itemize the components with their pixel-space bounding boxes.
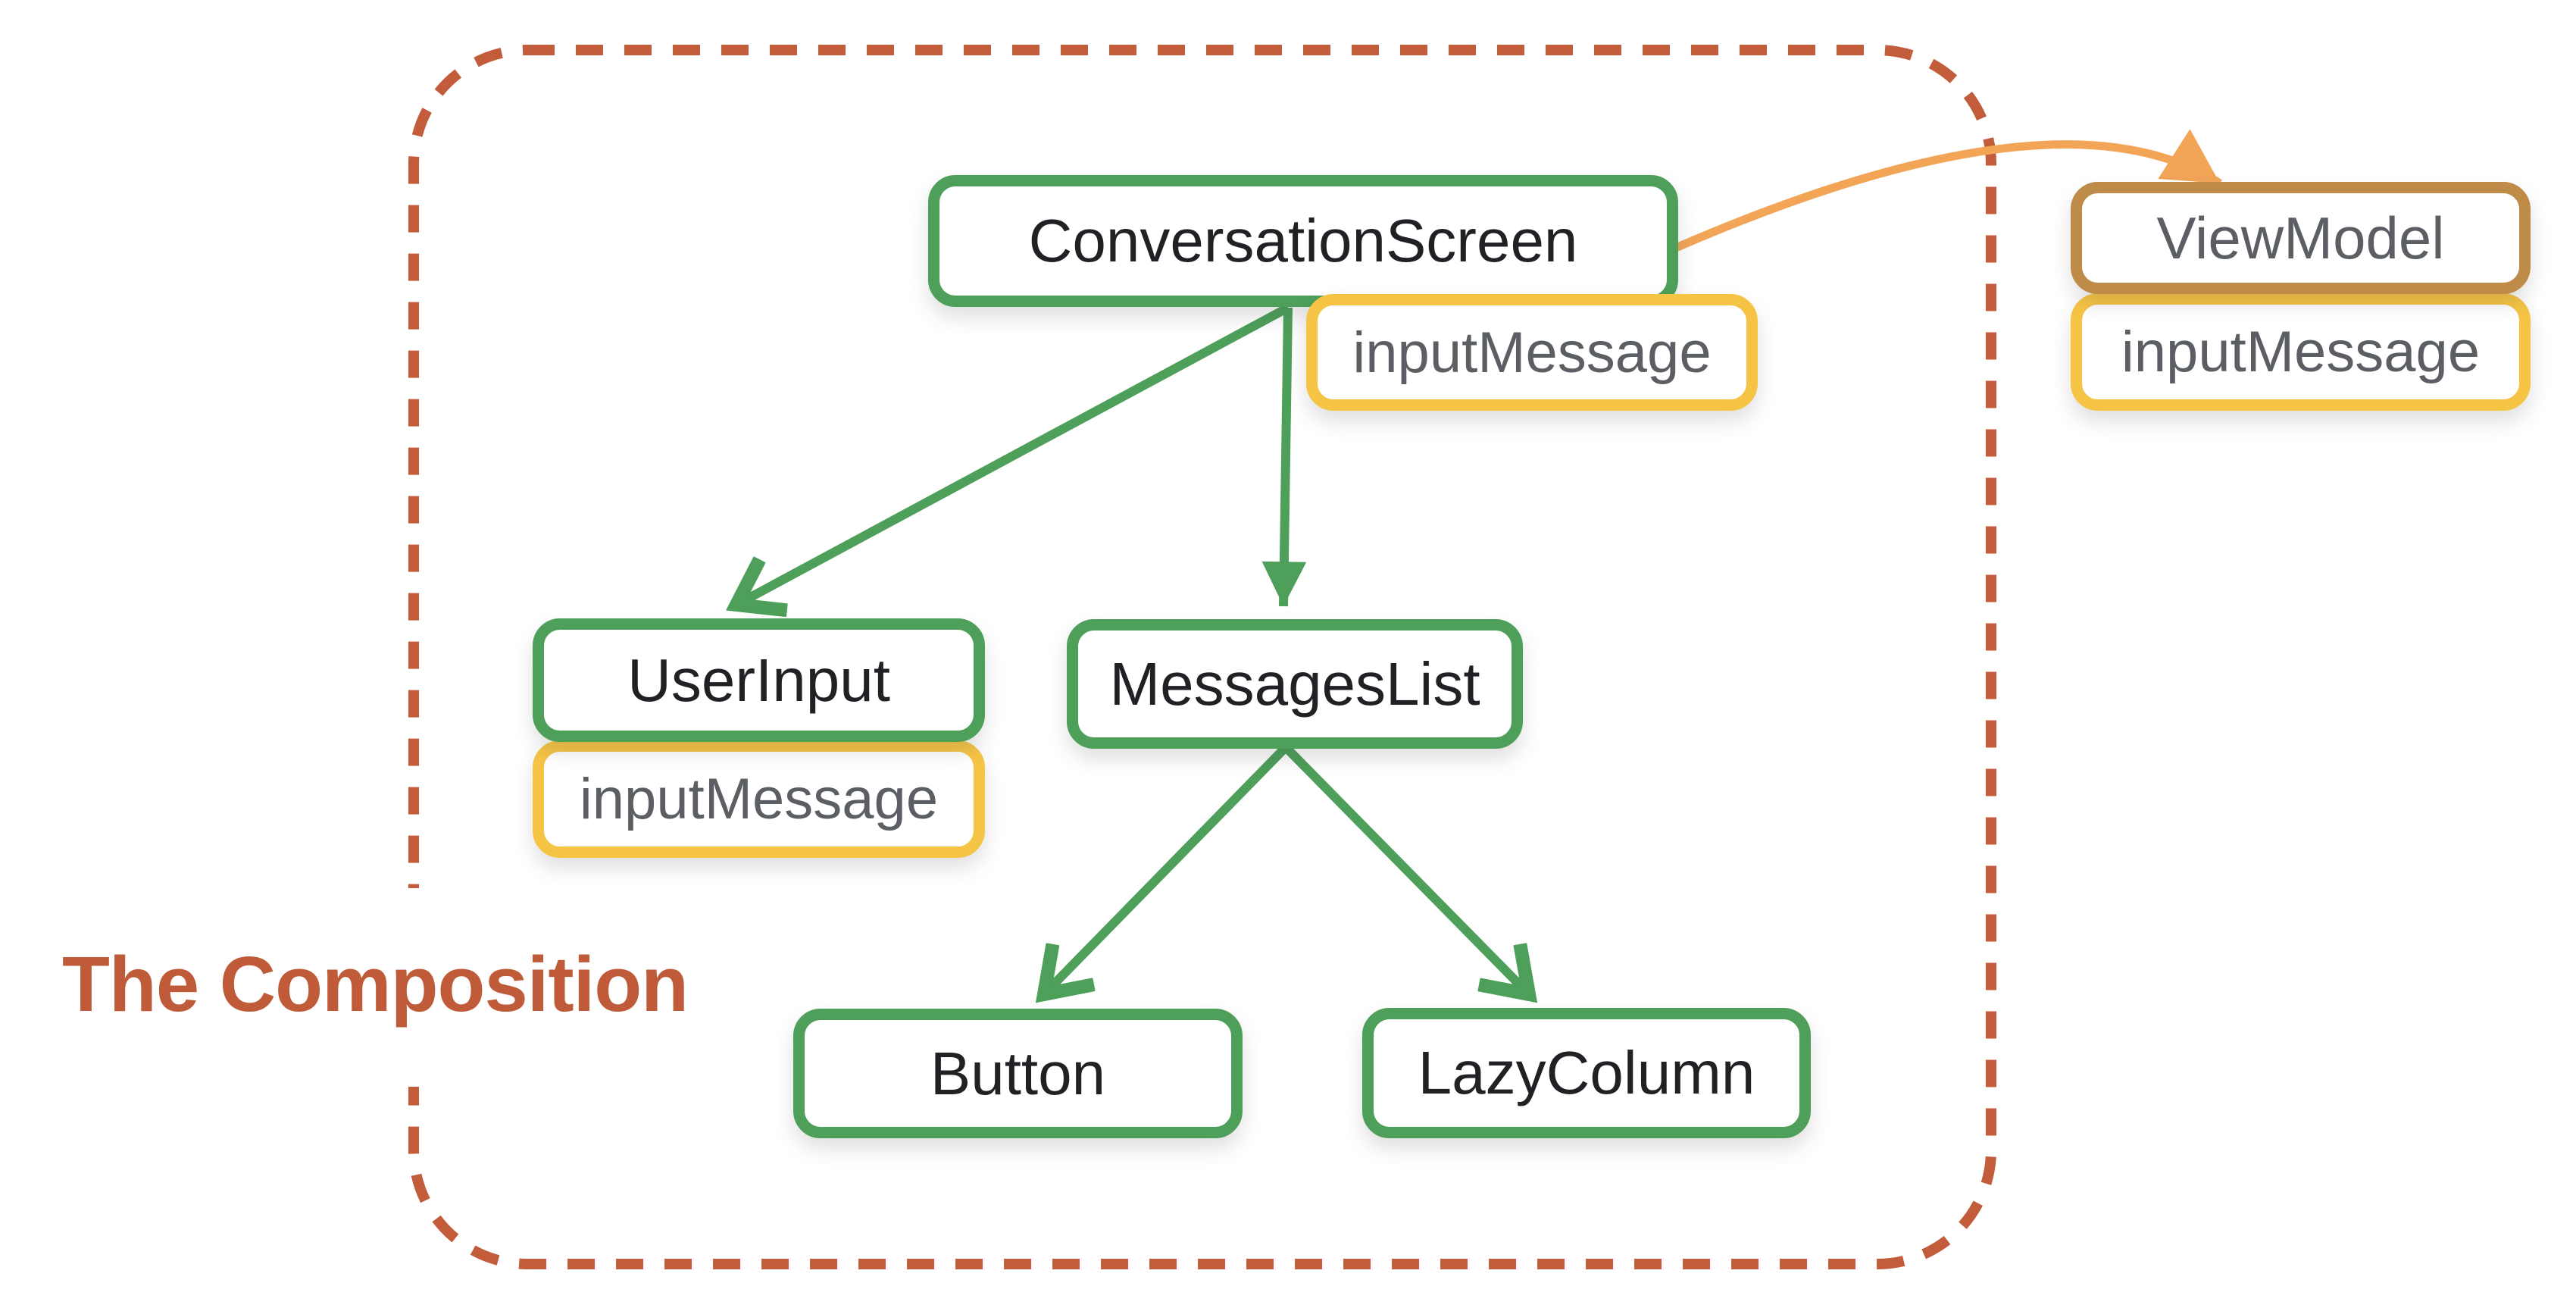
node-conversation-screen: ConversationScreen bbox=[928, 175, 1678, 307]
diagram-title: The Composition bbox=[62, 940, 689, 1028]
state-badge-userinput-inputmessage: inputMessage bbox=[533, 740, 985, 858]
edge-conversationscreen-viewmodel bbox=[1668, 129, 2222, 255]
node-lazy-column: LazyColumn bbox=[1362, 1008, 1811, 1138]
edge-messageslist-lazycolumn bbox=[1282, 743, 1529, 994]
node-messages-list-label: MessagesList bbox=[1109, 649, 1480, 718]
node-messages-list: MessagesList bbox=[1067, 619, 1523, 749]
node-user-input-label: UserInput bbox=[627, 646, 890, 714]
node-conversation-screen-label: ConversationScreen bbox=[1028, 207, 1578, 274]
node-button: Button bbox=[793, 1009, 1243, 1138]
node-view-model: ViewModel bbox=[2071, 182, 2531, 294]
node-lazy-column-label: LazyColumn bbox=[1418, 1039, 1755, 1106]
state-badge-label: inputMessage bbox=[2121, 320, 2481, 384]
edge-conversationscreen-userinput bbox=[736, 303, 1290, 605]
state-badge-viewmodel-inputmessage: inputMessage bbox=[2071, 293, 2531, 411]
composition-boundary bbox=[408, 45, 1996, 1269]
state-badge-label: inputMessage bbox=[579, 767, 939, 831]
node-user-input: UserInput bbox=[533, 618, 985, 742]
state-badge-conversation-inputmessage: inputMessage bbox=[1306, 294, 1758, 411]
edge-conversationscreen-messageslist bbox=[1261, 307, 1307, 607]
node-view-model-label: ViewModel bbox=[2156, 204, 2445, 271]
node-button-label: Button bbox=[930, 1039, 1106, 1107]
edge-messageslist-button bbox=[1044, 743, 1290, 994]
boundary-title-gap bbox=[377, 888, 453, 1087]
state-badge-label: inputMessage bbox=[1352, 320, 1712, 385]
